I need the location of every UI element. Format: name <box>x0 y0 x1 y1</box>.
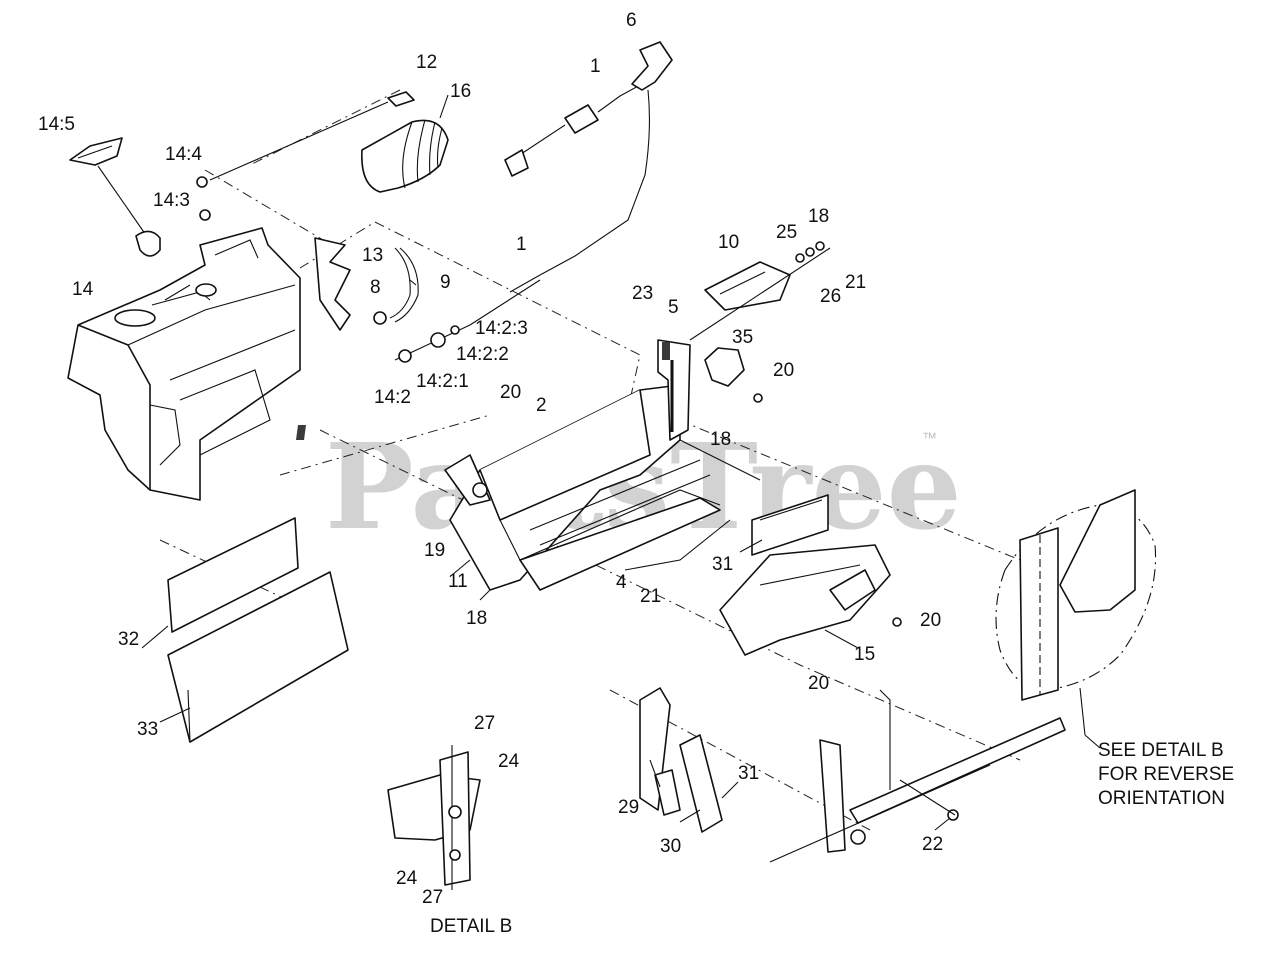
part-35 <box>704 347 763 403</box>
part-panel-32 <box>167 517 299 633</box>
leader-lines <box>141 94 1101 831</box>
callout-18-mid: 18 <box>710 429 731 450</box>
callout-14-4: 14:4 <box>165 144 202 165</box>
callout-24-top: 24 <box>498 751 520 772</box>
callout-15: 15 <box>854 644 875 665</box>
callout-20-d: 20 <box>808 673 829 694</box>
part-bracket-12 <box>209 91 415 181</box>
callout-5: 5 <box>668 297 679 318</box>
part-fuel-tank <box>67 227 306 501</box>
part-bracket-10 <box>689 241 831 341</box>
callout-6: 6 <box>626 10 637 31</box>
part-brackets-29-30-31 <box>639 687 723 833</box>
callout-21-top: 21 <box>845 272 866 293</box>
callout-14-3: 14:3 <box>153 190 190 211</box>
callout-35: 35 <box>732 327 753 348</box>
see-detail-line-2: FOR REVERSE <box>1098 764 1234 785</box>
callout-30: 30 <box>660 836 681 857</box>
detail-b-illustration <box>387 745 481 890</box>
callout-33: 33 <box>137 719 158 740</box>
callout-29: 29 <box>618 797 639 818</box>
part-lower-rail <box>769 689 1066 863</box>
see-detail-line-1: SEE DETAIL B <box>1098 740 1224 761</box>
callout-32: 32 <box>118 629 139 650</box>
callout-14-5: 14:5 <box>38 114 75 135</box>
callout-13: 13 <box>362 245 383 266</box>
callout-14-2-3: 14:2:3 <box>475 318 528 339</box>
callout-25: 25 <box>776 222 797 243</box>
part-fuel-filter <box>361 119 449 193</box>
watermark-trademark: ™ <box>922 430 937 447</box>
callout-31-top: 31 <box>712 554 733 575</box>
callout-4: 4 <box>616 572 627 593</box>
part-fuel-cap <box>69 137 161 257</box>
reverse-orientation-view <box>995 489 1157 701</box>
callout-14: 14 <box>72 279 94 300</box>
callout-16: 16 <box>450 81 471 102</box>
part-clamps <box>196 176 211 221</box>
callout-20-a: 20 <box>773 360 794 381</box>
callout-27-low: 27 <box>422 887 443 908</box>
callout-21-mid: 21 <box>640 586 661 607</box>
part-bracket-5 <box>657 339 691 441</box>
callout-20-c: 20 <box>920 610 941 631</box>
part-panel-33 <box>167 571 349 743</box>
part-fuel-line-fittings <box>394 279 541 363</box>
callout-14-2-1: 14:2:1 <box>416 371 469 392</box>
callout-1-top: 1 <box>590 56 601 77</box>
callout-20-b: 20 <box>500 382 521 403</box>
callout-26: 26 <box>820 286 841 307</box>
callout-11: 11 <box>448 571 468 592</box>
callout-1-mid: 1 <box>516 234 527 255</box>
part-tank-support-frame <box>444 384 761 591</box>
callout-18-top: 18 <box>808 206 829 227</box>
part-hose-bracket <box>314 237 419 331</box>
callout-23: 23 <box>632 283 653 304</box>
callout-24-low: 24 <box>396 868 418 889</box>
see-detail-line-3: ORIENTATION <box>1098 788 1225 809</box>
callout-12: 12 <box>416 52 437 73</box>
callout-14-2-2: 14:2:2 <box>456 344 509 365</box>
part-fuel-line <box>504 41 673 293</box>
callout-8: 8 <box>370 277 381 298</box>
callout-2: 2 <box>536 395 547 416</box>
detail-b-title: DETAIL B <box>430 916 512 937</box>
callout-31-low: 31 <box>738 763 759 784</box>
part-shield-15 <box>719 494 902 656</box>
callout-22: 22 <box>922 834 943 855</box>
callout-10: 10 <box>718 232 739 253</box>
callout-9: 9 <box>440 272 451 293</box>
callout-14-2: 14:2 <box>374 387 411 408</box>
callout-labels: 14:5 12 16 6 1 14:4 14:3 14 13 9 8 1 14:… <box>38 10 943 908</box>
notes: DETAIL B SEE DETAIL B FOR REVERSE ORIENT… <box>430 740 1234 937</box>
callout-18-low: 18 <box>466 608 487 629</box>
callout-27-top: 27 <box>474 713 495 734</box>
callout-19: 19 <box>424 540 445 561</box>
